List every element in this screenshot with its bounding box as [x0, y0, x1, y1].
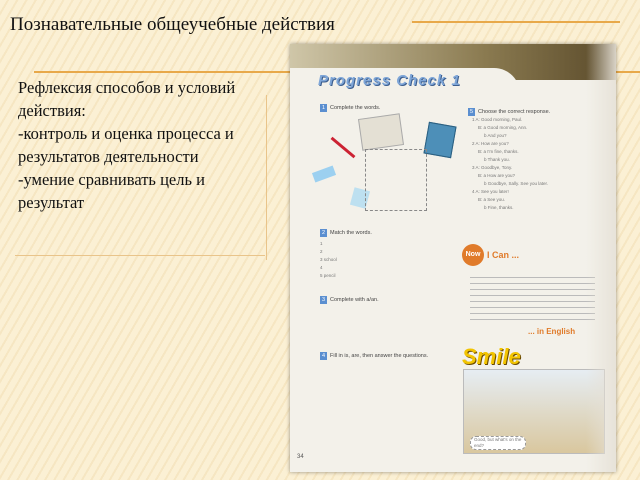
match-item: 4	[320, 265, 323, 270]
section-number: 1	[320, 104, 327, 112]
dialogue-line: B: a I'm fine, thanks.	[478, 149, 519, 154]
dialogue-line: 1 A: Good morning, Paul.	[472, 117, 523, 122]
dialogue-line: B: a Good morning, Ann.	[478, 125, 528, 130]
body-line: действия:	[18, 101, 86, 120]
body-line: результат	[18, 193, 85, 212]
section-title: Complete with a/an.	[330, 297, 379, 303]
dialogue-list: 1 A: Good morning, Paul. B: a Good morni…	[472, 116, 548, 212]
dialogue-line: b And you?	[484, 133, 507, 138]
progress-check-heading: Progress Check 1	[318, 72, 461, 89]
speech-bubble: Good, but what's on the end?	[470, 436, 526, 450]
body-line: результатов деятельности	[18, 147, 199, 166]
match-item: 3 school	[320, 257, 337, 262]
dialogue-line: 4 A: See you later!	[472, 189, 509, 194]
decor-vline	[266, 95, 267, 260]
banner-cutout	[290, 68, 520, 98]
decor-line-mid	[34, 71, 290, 73]
match-item: 2	[320, 249, 323, 254]
eraser-image	[311, 165, 337, 183]
section-number: 3	[320, 296, 327, 304]
notebook-image	[357, 113, 405, 151]
section-title: Choose the correct response.	[478, 109, 551, 115]
i-can-heading: I Can ...	[487, 250, 520, 260]
section-number: 5	[468, 108, 475, 116]
dialogue-line: b Fine, thanks.	[484, 205, 514, 210]
dialogue-line: B: a See you.	[478, 197, 506, 202]
decor-line-top	[412, 21, 620, 23]
dialogue-line: b Goodbye, Sally. See you later.	[484, 181, 548, 186]
match-item: 1	[320, 241, 323, 246]
dialogue-line: 2 A: How are you?	[472, 141, 509, 146]
body-line: -умение сравнивать цель и	[18, 170, 205, 189]
smile-cartoon: Good, but what's on the end?	[463, 369, 605, 454]
page-number: 34	[297, 454, 304, 460]
smile-logo: Smile	[462, 344, 521, 369]
slide-body: Рефлексия способов и условий действия: -…	[18, 76, 268, 214]
body-line: -контроль и оценка процесса и	[18, 124, 234, 143]
match-item: 5 pencil	[320, 273, 336, 278]
in-english-label: ... in English	[528, 327, 576, 336]
page-shadow	[586, 44, 616, 472]
dialogue-line: b Thank you.	[484, 157, 510, 162]
match-list: 1 2 3 school 4 5 pencil	[320, 240, 337, 280]
decor-hline	[15, 255, 265, 256]
body-line: Рефлексия способов и условий	[18, 78, 236, 97]
decor-line-right	[612, 71, 640, 73]
dialogue-line: 3 A: Goodbye, Tony.	[472, 165, 513, 170]
dialogue-line: B: a How are you?	[478, 173, 516, 178]
i-can-list	[470, 272, 595, 324]
globe-book-image	[423, 121, 457, 159]
section-number: 4	[320, 352, 327, 360]
section-title: Fill in is, are, then answer the questio…	[330, 353, 429, 359]
slide-title: Познавательные общеучебные действия	[10, 14, 335, 35]
now-badge: Now	[462, 244, 484, 266]
section-number: 2	[320, 229, 327, 237]
section-title: Match the words.	[330, 230, 372, 236]
pencil-image	[330, 136, 356, 159]
crossword-grid	[365, 149, 427, 211]
section-title: Complete the words.	[330, 105, 381, 111]
